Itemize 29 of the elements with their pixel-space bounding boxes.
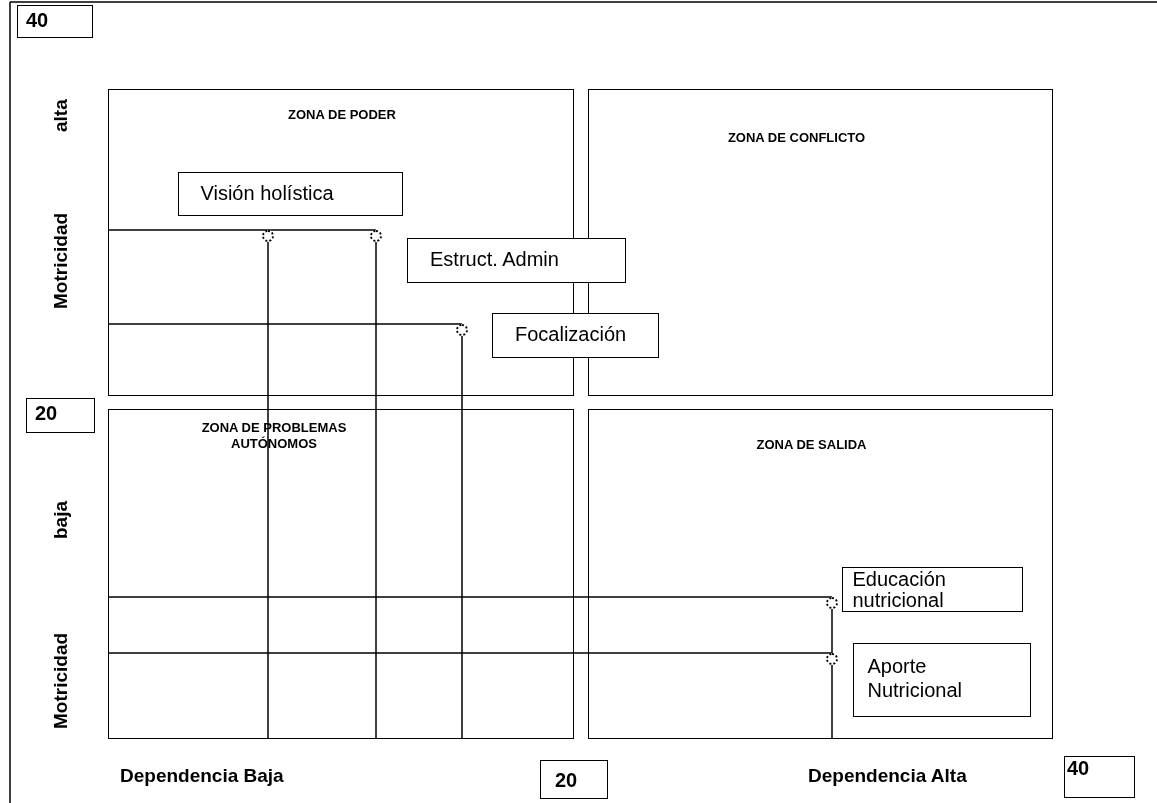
projection-line [107,596,833,598]
axis-label: Dependencia Alta [808,765,967,787]
projection-line [107,323,463,325]
projection-line [107,229,377,231]
quadrant-title: ZONA DE CONFLICTO [726,130,867,146]
variable-label: Educación nutricional [841,566,1023,612]
quadrant-box [108,409,574,739]
projection-line [831,608,833,654]
variable-label: Aporte Nutricional [852,642,1031,717]
quadrant-title: ZONA DE SALIDA [755,437,868,453]
scale-value: 40 [17,5,93,38]
projection-line [267,241,269,740]
scale-value: 20 [26,398,95,433]
quadrant-title: ZONA DE PODER [287,107,397,123]
axis-label: Motricidad [50,631,72,731]
axis-label: Motricidad [50,211,72,311]
variable-label: Visión holística [177,171,403,216]
projection-line [375,241,377,740]
quadrant-box [588,409,1053,739]
scale-value: 20 [540,760,608,799]
projection-line [107,652,833,654]
projection-line [461,335,463,740]
projection-line [831,664,833,740]
axis-label: Dependencia Baja [120,765,284,787]
axis-label: baja [50,499,72,541]
variable-label: Focalización [492,313,659,358]
axis-label: alta [50,98,72,135]
variable-label: Estruct. Admin [407,238,626,283]
scale-value: 40 [1064,756,1135,798]
